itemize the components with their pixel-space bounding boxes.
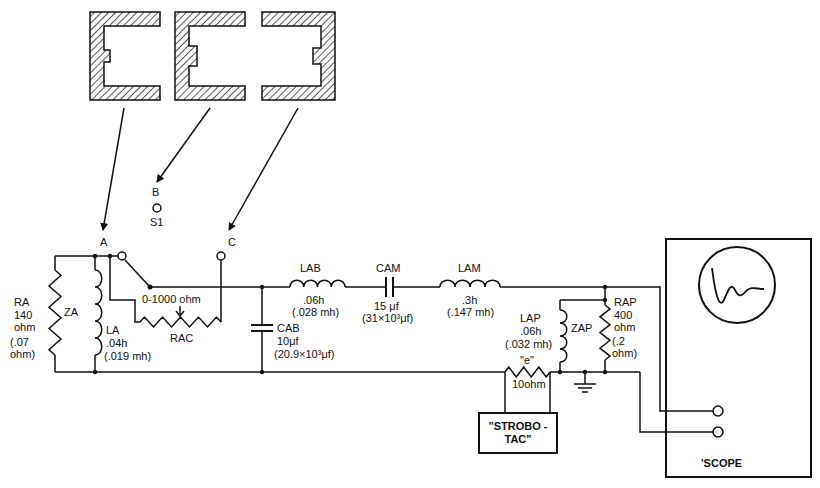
component-value: (20.9×10³μf) [274,348,334,360]
inductor-symbol [290,280,345,287]
component-value: (.019 mh) [104,350,151,362]
component-value: (31×10³μf) [362,312,413,324]
component-name: CAM [376,262,400,274]
scope-screen [699,247,775,323]
cavity-section-b [175,12,245,100]
pointer-arrows [103,108,298,230]
component-name: LA [106,324,119,336]
strobotac-box: "STROBO -TAC" [478,412,558,454]
oscilloscope-box: 'SCOPE [665,238,812,478]
capacitor-symbol [386,277,393,297]
wire [150,287,713,411]
switch-arm [125,260,150,287]
inductor-symbol [95,270,102,355]
component-value: (.2 ohm) [612,335,646,359]
switch-contact [118,252,126,260]
cavity-section-a [90,12,160,100]
scope-terminal [713,427,723,437]
component-value: 400 ohm [614,309,644,333]
instrument-label: 'SCOPE [701,457,742,470]
inductor-symbol [440,280,500,287]
switch-name: S1 [150,216,163,228]
cavity-section-c [262,12,335,100]
resistor-symbol [140,317,221,327]
wiper-arrow [176,306,184,316]
switch-contact [153,204,161,212]
component-value: .3h [462,294,477,306]
component-name: LAM [458,262,481,274]
component-value: .06h [303,294,324,306]
component-value: 10ohm [512,378,546,390]
pointer-arrow [103,108,124,230]
component-name: "e" [520,354,534,366]
component-name: LAB [300,262,321,274]
wire [110,256,140,322]
component-value: 0-1000 ohm [142,293,201,305]
instrument-name: "STROBO -TAC" [488,420,548,446]
component-value: (.07 ohm) [10,336,46,360]
component-name: RA [14,296,29,308]
component-value: .06h [520,325,541,337]
resistor-symbol [600,305,610,360]
terminals [118,204,723,437]
component-value: 15 μf [374,300,399,312]
ground-symbol [574,372,596,392]
component-name: RAC [170,332,193,344]
wire [505,372,550,412]
junction-dots [93,254,607,374]
pointer-arrow [229,108,298,230]
component-name: LAP [520,312,541,324]
component-value: (.028 mh) [292,306,339,318]
wire [55,256,640,372]
switch-contact [217,252,225,260]
inductor-symbol [560,310,567,362]
resistor-symbol [49,270,61,355]
component-name: RAP [614,296,637,308]
switch-position: B [152,186,159,198]
wire [640,372,713,432]
capacitor-symbol [251,325,273,331]
cavity-sections [90,12,335,100]
component-value: 140 ohm [14,309,44,333]
component-value: (.032 mh) [505,338,552,350]
wire [220,260,222,322]
switch-position: C [228,236,236,248]
resistor-symbol [505,367,550,377]
scope-terminal [713,406,723,416]
wire [560,287,605,372]
impedance-name: ZA [64,306,78,318]
component-name: CAB [277,322,300,334]
component-value: 10μf [277,335,299,347]
component-value: .04h [106,337,127,349]
wires [49,256,713,432]
switch-position: A [100,236,107,248]
pointer-arrow [157,108,210,182]
wire [261,287,263,372]
impedance-name: ZAP [571,322,592,334]
component-value: (.147 mh) [447,306,494,318]
